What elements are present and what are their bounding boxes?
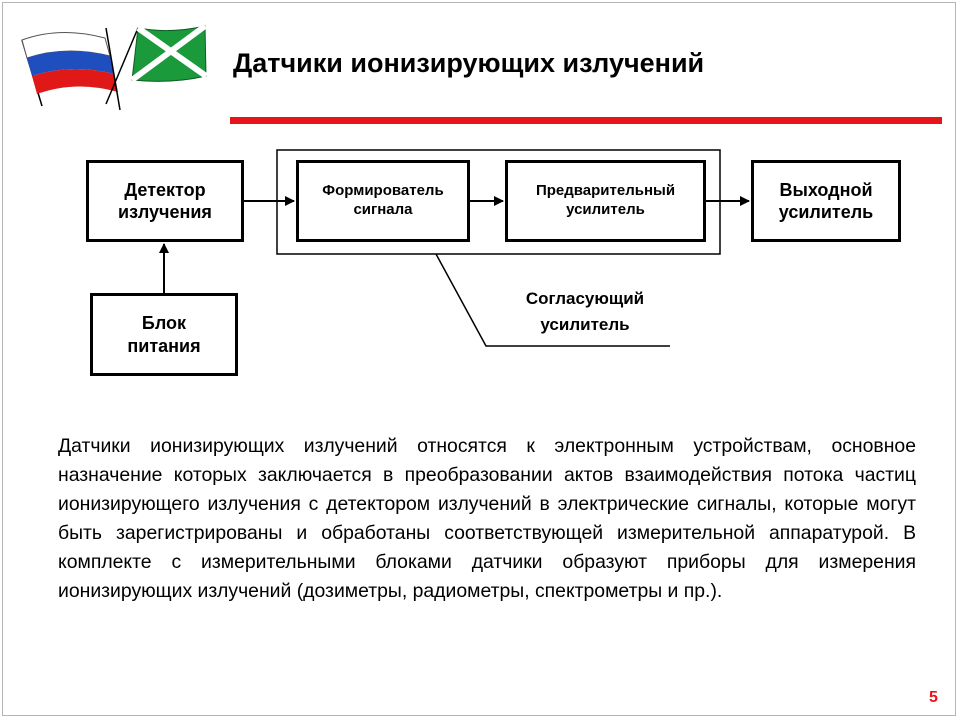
callout-leader-line [435, 253, 670, 347]
matching-amplifier-label-line2: усилитель [540, 314, 630, 334]
power-unit-label-line1: Блок [141, 313, 187, 333]
detector-block: Детектор излучения [86, 160, 244, 242]
flags-emblem [21, 23, 208, 111]
signal-shaper-block: Формирователь сигнала [296, 160, 470, 242]
shaper-label-line2: сигнала [353, 201, 413, 218]
page-number: 5 [929, 689, 938, 706]
title-underline [230, 117, 942, 124]
preamp-label-line2: усилитель [566, 201, 645, 218]
shaper-label-line1: Формирователь [322, 182, 444, 200]
output-amplifier-block: Выходной усилитель [751, 160, 901, 242]
power-unit-block: Блок питания [90, 293, 238, 376]
description-paragraph: Датчики ионизирующих излучений относятся… [58, 435, 916, 602]
matching-amplifier-label-line1: Согласующий [525, 289, 645, 308]
block-diagram-connectors [159, 149, 750, 347]
power-unit-label-line2: питания [127, 335, 201, 356]
preamplifier-block: Предварительный усилитель [505, 160, 706, 242]
output-amp-label-line2: усилитель [778, 202, 874, 222]
preamp-label-line1: Предварительный [535, 182, 676, 200]
green-saltire-flag-icon [105, 23, 208, 105]
page-title: Датчики ионизирующих излучений [233, 48, 705, 78]
output-amp-label-line1: Выходной [779, 179, 873, 200]
matching-amplifier-label: Согласующий усилитель [490, 286, 680, 337]
detector-label-line2: излучения [118, 202, 212, 222]
russian-flag-icon [21, 32, 118, 107]
detector-label-line1: Детектор [124, 179, 206, 200]
